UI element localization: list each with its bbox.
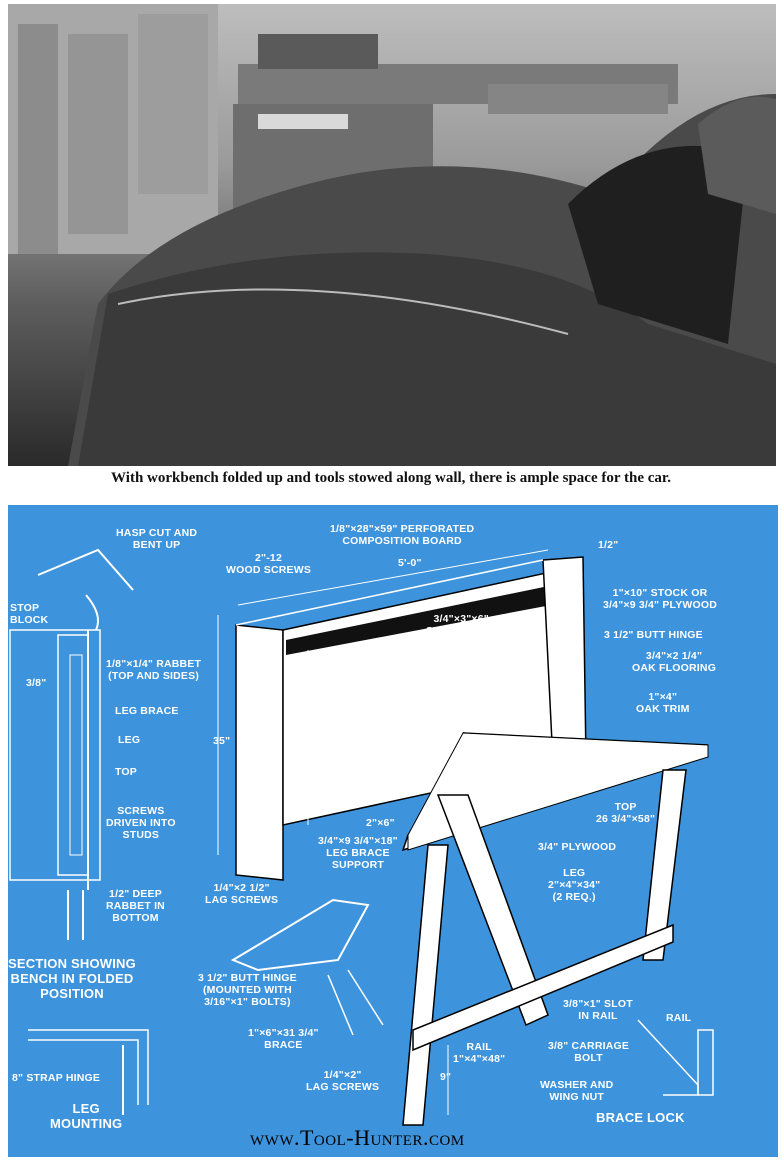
label-stock: 1"×10" STOCK OR 3/4"×9 3/4" PLYWOOD: [603, 587, 718, 611]
label-wing-nut: WASHER AND WING NUT: [540, 1079, 614, 1103]
brace-lock-title: BRACE LOCK: [596, 1110, 685, 1125]
car-photo-illustration: [8, 4, 776, 466]
photo-caption: With workbench folded up and tools stowe…: [111, 470, 671, 486]
label-slot: 3/8"×1" SLOT IN RAIL: [563, 998, 633, 1022]
label-nine: 9": [440, 1071, 452, 1083]
label-deep-rabbet: 1/2" DEEP RABBET IN BOTTOM: [106, 888, 165, 924]
label-rabbet: 1/8"×1/4" RABBET (TOP AND SIDES): [106, 658, 202, 682]
label-leg: LEG: [118, 734, 141, 746]
label-top-dim: TOP 26 3/4"×58": [596, 801, 656, 825]
label-dim-58: 58 1/2": [400, 698, 436, 710]
label-height-35: 35": [213, 735, 231, 747]
label-leg-dim: LEG 2"×4"×34" (2 REQ.): [548, 867, 601, 903]
label-oak-trim: 1"×4" OAK TRIM: [636, 691, 690, 715]
label-oak-flooring: 3/4"×2 1/4" OAK FLOORING: [632, 650, 717, 674]
label-butt-hinge: 3 1/2" BUTT HINGE: [604, 629, 703, 641]
watermark: www.Tool-Hunter.com: [250, 1125, 465, 1150]
label-two-by-six: 2"×6": [366, 817, 395, 829]
label-composition-board: 1/8"×28"×59" PERFORATED COMPOSITION BOAR…: [330, 523, 475, 547]
leg-mounting-title: LEG MOUNTING: [50, 1101, 123, 1131]
label-carriage-bolt: 3/8" CARRIAGE BOLT: [548, 1040, 630, 1064]
label-top: TOP: [115, 766, 137, 778]
label-hasp: HASP CUT AND BENT UP: [116, 527, 198, 551]
label-plywood: 3/4" PLYWOOD: [538, 841, 617, 853]
workbench-drawing: [9, 548, 714, 1126]
label-stop-block-left: STOP BLOCK: [10, 602, 49, 626]
label-lag-screws-2: 1/4"×2" LAG SCREWS: [306, 1069, 380, 1093]
garage-car-photo: [8, 4, 776, 466]
label-half-inch: 1/2": [598, 539, 619, 551]
label-rail-small: RAIL: [666, 1012, 692, 1024]
label-width-5ft: 5'-0": [398, 557, 422, 569]
label-brace: 1"×6"×31 3/4" BRACE: [248, 1027, 319, 1051]
label-rail: RAIL 1"×4"×48": [453, 1041, 506, 1065]
label-stop-block: 3/4"×3"×6" STOP BLOCK: [426, 613, 497, 637]
blueprint-diagram: HASP CUT AND BENT UP STOP BLOCK 3/8" 1/8…: [8, 505, 778, 1157]
label-three-eighths: 3/8": [26, 677, 47, 689]
label-leg-brace-support: 3/4"×9 3/4"×18" LEG BRACE SUPPORT: [318, 835, 398, 871]
label-butt-hinge-mounted: 3 1/2" BUTT HINGE (MOUNTED WITH 3/16"×1"…: [198, 972, 297, 1008]
label-wood-screws: 2"-12 WOOD SCREWS: [226, 552, 312, 576]
label-screws-studs: SCREWS DRIVEN INTO STUDS: [106, 805, 176, 841]
label-lag-screws-1: 1/4"×2 1/2" LAG SCREWS: [205, 882, 279, 906]
label-dim-27: 27 1/4": [293, 717, 329, 729]
label-strap-hinge: 8" STRAP HINGE: [12, 1072, 101, 1084]
label-leg-brace: LEG BRACE: [115, 705, 179, 717]
section-title: SECTION SHOWING BENCH IN FOLDED POSITION: [8, 956, 136, 1001]
